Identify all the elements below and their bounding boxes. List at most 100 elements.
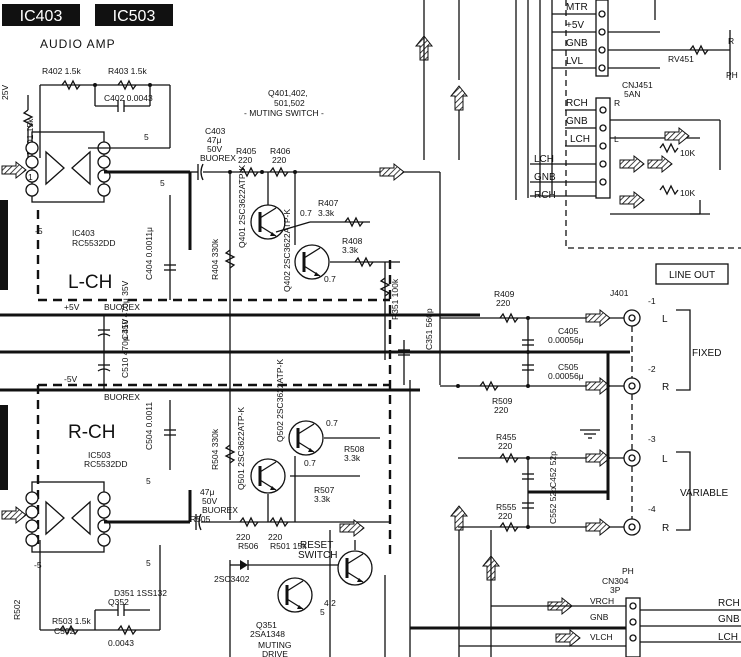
svg-text:C403: C403 xyxy=(205,126,226,136)
svg-text:0.0043: 0.0043 xyxy=(108,638,134,648)
svg-text:C510 470μ 35V: C510 470μ 35V xyxy=(120,318,130,378)
lch-label: L-CH xyxy=(68,272,112,293)
svg-text:GNB: GNB xyxy=(534,172,556,183)
svg-text:R455: R455 xyxy=(496,432,517,442)
ic403-opamp xyxy=(25,131,111,203)
ic503-title-box xyxy=(95,4,173,26)
svg-text:C502: C502 xyxy=(54,626,75,636)
svg-text:R503 1.5k: R503 1.5k xyxy=(52,616,91,626)
svg-text:GNB: GNB xyxy=(566,38,588,49)
svg-text:LCH: LCH xyxy=(534,154,554,165)
section-title: AUDIO AMP xyxy=(40,37,116,51)
svg-text:LVL: LVL xyxy=(566,56,583,67)
svg-text:Q401 2SC3622ATP-K: Q401 2SC3622ATP-K xyxy=(237,165,247,248)
svg-text:220: 220 xyxy=(272,155,286,165)
svg-text:RV451: RV451 xyxy=(668,54,694,64)
svg-text:5: 5 xyxy=(144,132,149,142)
svg-text:R508: R508 xyxy=(344,444,365,454)
svg-text:0.7: 0.7 xyxy=(324,274,336,284)
svg-text:C552 52p: C552 52p xyxy=(548,487,558,524)
jack-2[interactable] xyxy=(623,377,641,395)
rch-label: R-CH xyxy=(68,422,116,443)
svg-text:CNJ451: CNJ451 xyxy=(622,80,653,90)
svg-text:GNB: GNB xyxy=(566,116,588,127)
svg-text:-4: -4 xyxy=(648,504,656,514)
svg-text:R406: R406 xyxy=(270,146,291,156)
svg-text:2SC3402: 2SC3402 xyxy=(214,574,250,584)
svg-text:BUOREX: BUOREX xyxy=(104,302,140,312)
svg-text:1: 1 xyxy=(28,172,33,182)
svg-text:0.00056μ: 0.00056μ xyxy=(548,335,584,345)
q502-transistor xyxy=(287,419,325,457)
svg-text:C404 0.0011μ: C404 0.0011μ xyxy=(144,227,154,280)
svg-text:Q502 2SC3622ATP-K: Q502 2SC3622ATP-K xyxy=(275,359,285,442)
svg-text:5: 5 xyxy=(146,476,151,486)
svg-text:0.7: 0.7 xyxy=(326,418,338,428)
muting-switch-label: - MUTING SWITCH - xyxy=(244,108,324,118)
svg-text:VRCH: VRCH xyxy=(590,596,614,606)
svg-text:L: L xyxy=(662,454,668,465)
svg-text:47μ: 47μ xyxy=(200,487,214,497)
svg-text:R: R xyxy=(662,523,669,534)
svg-text:3.3k: 3.3k xyxy=(314,494,331,504)
ic503-part: RC5532DD xyxy=(84,459,127,469)
ic403-ref: IC403 xyxy=(72,228,95,238)
svg-text:C452 52p: C452 52p xyxy=(548,451,558,488)
svg-text:RESET: RESET xyxy=(300,540,333,551)
ic403-part: RC5532DD xyxy=(72,238,115,248)
jack-1[interactable] xyxy=(623,309,641,327)
ic503-title: IC503 xyxy=(113,8,156,25)
svg-text:R: R xyxy=(728,36,734,46)
svg-text:220: 220 xyxy=(494,405,508,415)
jack-4[interactable] xyxy=(623,518,641,536)
svg-text:R408: R408 xyxy=(342,236,363,246)
svg-text:R407: R407 xyxy=(318,198,339,208)
svg-text:220: 220 xyxy=(236,532,250,542)
svg-text:R501 15k: R501 15k xyxy=(270,541,307,551)
svg-text:CN304: CN304 xyxy=(602,576,629,586)
jack-3[interactable] xyxy=(623,449,641,467)
svg-text:LCH: LCH xyxy=(570,134,590,145)
svg-text:-5: -5 xyxy=(34,560,42,570)
r403-label: R403 1.5k xyxy=(108,66,147,76)
svg-text:PH: PH xyxy=(622,566,634,576)
ic403-title: IC403 xyxy=(20,8,63,25)
svg-text:J401: J401 xyxy=(610,288,629,298)
svg-text:R: R xyxy=(662,382,669,393)
svg-text:-1: -1 xyxy=(648,296,656,306)
svg-text:RCH: RCH xyxy=(718,598,740,609)
svg-text:R405: R405 xyxy=(236,146,257,156)
variable-label: VARIABLE xyxy=(680,488,728,499)
svg-text:C405: C405 xyxy=(558,326,579,336)
svg-text:-5V: -5V xyxy=(64,374,78,384)
ic503-ref: IC503 xyxy=(88,450,111,460)
svg-text:220: 220 xyxy=(496,298,510,308)
svg-text:R404 330k: R404 330k xyxy=(210,238,220,280)
svg-text:-2: -2 xyxy=(648,364,656,374)
svg-text:R555: R555 xyxy=(496,502,517,512)
svg-text:MTR: MTR xyxy=(566,2,588,13)
svg-text:2SA1348: 2SA1348 xyxy=(250,629,285,639)
q401-transistor xyxy=(249,203,287,241)
svg-text:C505: C505 xyxy=(558,362,579,372)
svg-text:0.7: 0.7 xyxy=(304,458,316,468)
svg-text:10K: 10K xyxy=(680,188,695,198)
svg-text:R: R xyxy=(614,98,620,108)
svg-text:PH: PH xyxy=(726,70,738,80)
svg-text:BUOREX: BUOREX xyxy=(200,153,236,163)
svg-text:L: L xyxy=(614,134,619,144)
svg-text:50V: 50V xyxy=(202,496,217,506)
svg-text:220: 220 xyxy=(238,155,252,165)
q351-transistor xyxy=(336,549,374,587)
svg-text:RCH: RCH xyxy=(566,98,588,109)
svg-text:GNB: GNB xyxy=(718,614,740,625)
cn304-connector xyxy=(625,597,641,657)
r401-label: R401 15k xyxy=(25,118,35,155)
c402-label: C402 0.0043 xyxy=(104,93,153,103)
fixed-label: FIXED xyxy=(692,348,721,359)
svg-text:+5V: +5V xyxy=(566,20,584,31)
svg-text:0.7: 0.7 xyxy=(300,208,312,218)
svg-text:3.3k: 3.3k xyxy=(344,453,361,463)
svg-text:Q402 2SC3622ATP-K: Q402 2SC3622ATP-K xyxy=(282,209,292,292)
